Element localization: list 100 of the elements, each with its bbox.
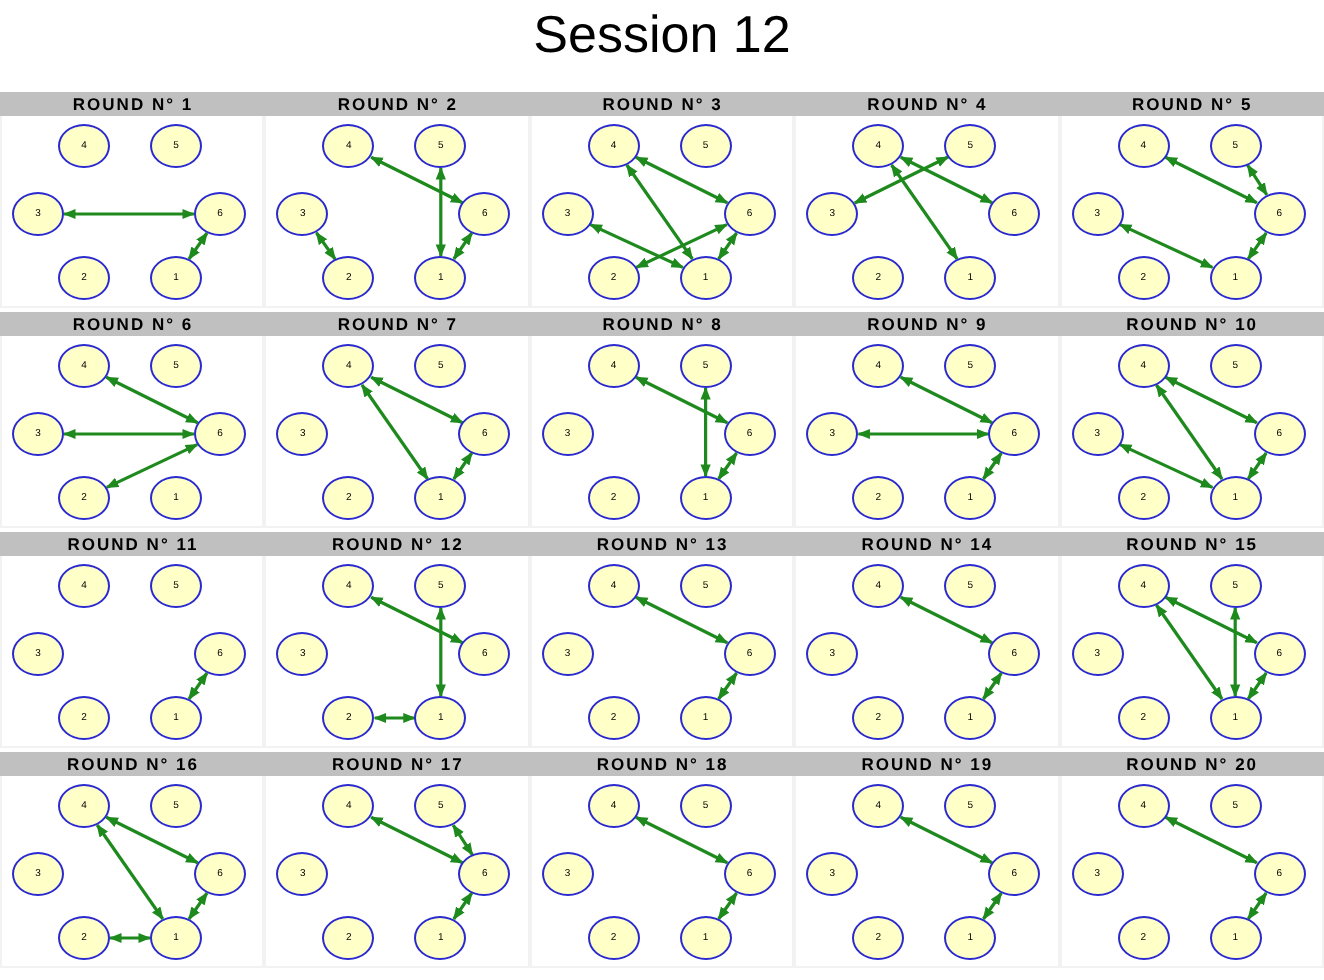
round-panel bbox=[264, 752, 530, 968]
link-arrow bbox=[625, 163, 694, 261]
round-panel bbox=[0, 752, 265, 968]
link-arrow bbox=[452, 231, 474, 261]
round-header: ROUND N° 17 bbox=[264, 752, 531, 776]
link-arrow bbox=[853, 155, 950, 205]
round-panel bbox=[529, 532, 795, 748]
round-header: ROUND N° 10 bbox=[1059, 312, 1324, 336]
link-arrow bbox=[187, 671, 209, 701]
round-header: ROUND N° 13 bbox=[529, 532, 796, 556]
round-panel bbox=[529, 312, 795, 528]
round-header: ROUND N° 2 bbox=[264, 92, 531, 116]
link-arrow bbox=[717, 451, 738, 481]
link-arrow bbox=[589, 223, 684, 269]
round-panel bbox=[0, 532, 265, 748]
round-header: ROUND N° 20 bbox=[1059, 752, 1324, 776]
round-panel bbox=[1059, 312, 1324, 528]
round-header: ROUND N° 18 bbox=[529, 752, 796, 776]
round-panel bbox=[0, 92, 265, 308]
round-panel bbox=[529, 92, 795, 308]
link-arrow bbox=[899, 375, 994, 425]
round-panel bbox=[794, 92, 1060, 308]
link-arrow bbox=[435, 606, 446, 698]
round-header: ROUND N° 5 bbox=[1059, 92, 1324, 116]
link-arrow bbox=[1118, 443, 1214, 489]
round-header: ROUND N° 19 bbox=[794, 752, 1061, 776]
link-arrow bbox=[1164, 155, 1258, 205]
round-header: ROUND N° 1 bbox=[0, 92, 266, 116]
link-arrow bbox=[370, 595, 464, 645]
link-arrow bbox=[634, 595, 729, 645]
round-header: ROUND N° 3 bbox=[529, 92, 796, 116]
link-arrow bbox=[717, 671, 738, 701]
link-arrow bbox=[95, 823, 165, 921]
link-arrow bbox=[1246, 671, 1268, 701]
link-arrow bbox=[105, 375, 199, 425]
round-panel bbox=[1059, 752, 1324, 968]
link-arrow bbox=[452, 891, 474, 921]
link-arrow bbox=[1164, 595, 1258, 645]
round-header: ROUND N° 4 bbox=[794, 92, 1061, 116]
round-header: ROUND N° 14 bbox=[794, 532, 1061, 556]
link-arrow bbox=[105, 815, 199, 865]
link-arrow bbox=[982, 451, 1003, 481]
round-header: ROUND N° 11 bbox=[0, 532, 266, 556]
round-panel bbox=[0, 312, 265, 528]
link-arrow bbox=[1246, 451, 1268, 481]
link-arrow bbox=[890, 163, 959, 261]
link-arrow bbox=[635, 223, 728, 269]
link-arrow bbox=[62, 208, 196, 220]
link-arrow bbox=[634, 375, 729, 425]
round-header: ROUND N° 12 bbox=[264, 532, 531, 556]
link-arrow bbox=[108, 932, 152, 944]
page-title: Session 12 bbox=[531, 4, 793, 64]
round-panel bbox=[794, 752, 1060, 968]
link-arrow bbox=[982, 671, 1003, 701]
link-arrow bbox=[105, 443, 199, 489]
round-header: ROUND N° 15 bbox=[1059, 532, 1324, 556]
round-panel bbox=[264, 92, 530, 308]
link-arrow bbox=[634, 155, 729, 205]
link-arrow bbox=[435, 166, 446, 258]
link-arrow bbox=[315, 231, 337, 261]
link-arrow bbox=[1246, 231, 1268, 261]
link-arrow bbox=[370, 375, 464, 425]
link-arrow bbox=[1246, 164, 1269, 196]
link-arrow bbox=[700, 386, 711, 478]
round-panel bbox=[1059, 92, 1324, 308]
link-arrow bbox=[452, 451, 474, 481]
link-arrow bbox=[360, 383, 429, 481]
link-arrow bbox=[1246, 891, 1268, 921]
round-panel bbox=[794, 312, 1060, 528]
link-arrow bbox=[857, 428, 990, 440]
round-header: ROUND N° 9 bbox=[794, 312, 1061, 336]
link-arrow bbox=[1155, 383, 1224, 481]
link-arrow bbox=[1164, 375, 1258, 425]
link-arrow bbox=[1118, 223, 1214, 269]
round-panel bbox=[529, 752, 795, 968]
round-header: ROUND N° 8 bbox=[529, 312, 796, 336]
link-arrow bbox=[187, 231, 209, 261]
link-arrow bbox=[62, 428, 196, 440]
link-arrow bbox=[982, 891, 1003, 921]
link-arrow bbox=[451, 824, 474, 856]
round-panel bbox=[264, 312, 530, 528]
round-header: ROUND N° 6 bbox=[0, 312, 266, 336]
round-header: ROUND N° 16 bbox=[0, 752, 266, 776]
link-arrow bbox=[370, 815, 464, 865]
link-arrow bbox=[899, 815, 994, 865]
link-arrow bbox=[187, 891, 209, 921]
link-arrow bbox=[899, 595, 994, 645]
link-arrow bbox=[370, 155, 464, 205]
round-header: ROUND N° 7 bbox=[264, 312, 531, 336]
link-arrow bbox=[1230, 606, 1241, 698]
round-panel bbox=[794, 532, 1060, 748]
link-arrow bbox=[1155, 603, 1224, 701]
link-arrow bbox=[1164, 815, 1258, 865]
round-panel bbox=[1059, 532, 1324, 748]
link-arrow bbox=[717, 231, 738, 261]
link-arrow bbox=[373, 712, 417, 724]
link-arrow bbox=[634, 815, 729, 865]
link-arrow bbox=[717, 891, 738, 921]
round-panel bbox=[264, 532, 530, 748]
link-arrow bbox=[899, 155, 994, 205]
